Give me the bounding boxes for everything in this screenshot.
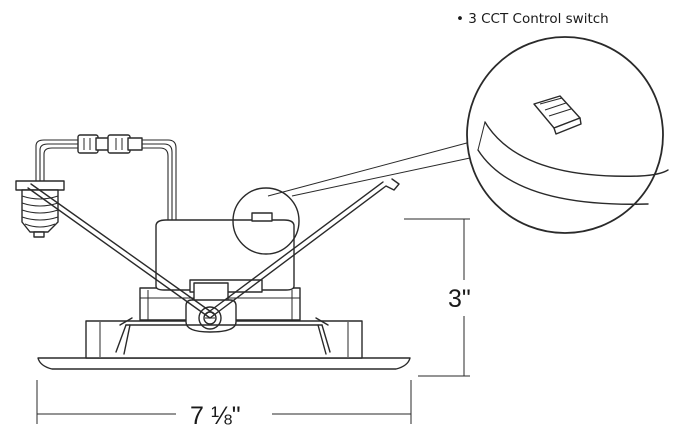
torsion-springs	[27, 178, 400, 355]
height-label: 3"	[448, 285, 471, 313]
screw-base-adapter	[15, 180, 65, 238]
detail-circle	[232, 187, 300, 255]
callout-label: • 3 CCT Control switch	[456, 11, 609, 27]
wire-harness	[35, 139, 177, 222]
height-dimension: 3"	[404, 218, 471, 377]
trim-flange	[37, 320, 411, 370]
wire-connector	[77, 134, 143, 154]
callout-leader-lines	[267, 139, 479, 197]
width-dimension: 7 ⅛"	[36, 380, 412, 430]
width-label: 7 ⅛"	[190, 402, 241, 430]
cct-switch-icon	[533, 95, 582, 135]
switch-magnifier	[466, 36, 669, 234]
